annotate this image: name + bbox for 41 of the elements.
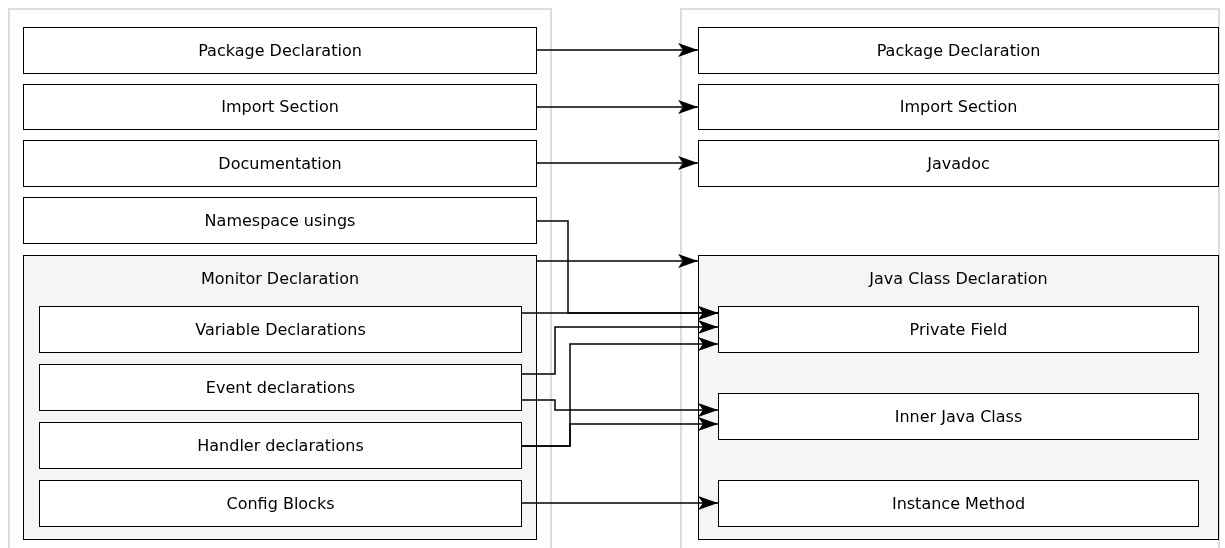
process-box bbox=[39, 422, 522, 469]
process-box bbox=[39, 480, 522, 527]
group-box bbox=[23, 255, 537, 540]
arrow bbox=[521, 496, 719, 510]
box-label: Handler declarations bbox=[197, 434, 364, 457]
process-box bbox=[718, 393, 1199, 440]
arrow bbox=[521, 399, 719, 417]
process-box bbox=[718, 306, 1199, 353]
box-label: Instance Method bbox=[891, 492, 1026, 515]
process-box bbox=[23, 27, 537, 74]
box-label: Namespace usings bbox=[204, 209, 356, 232]
process-box bbox=[698, 140, 1219, 187]
arrow bbox=[521, 417, 719, 447]
group-box bbox=[698, 255, 1219, 540]
process-box bbox=[23, 197, 537, 244]
arrow bbox=[521, 320, 719, 375]
process-box bbox=[39, 306, 522, 353]
process-box bbox=[39, 364, 522, 411]
box-label: Package Declaration bbox=[198, 39, 362, 62]
process-box bbox=[698, 84, 1219, 130]
process-box bbox=[718, 480, 1199, 527]
arrow bbox=[536, 156, 699, 170]
group-title: Java Class Declaration bbox=[867, 268, 1049, 290]
box-label: Inner Java Class bbox=[894, 405, 1023, 428]
box-label: Package Declaration bbox=[876, 39, 1041, 62]
box-label: Private Field bbox=[909, 318, 1008, 341]
process-box bbox=[23, 84, 537, 130]
box-label: Config Blocks bbox=[226, 492, 335, 515]
arrow bbox=[521, 306, 719, 320]
box-label: Documentation bbox=[218, 152, 342, 175]
box-label: Import Section bbox=[899, 96, 1018, 118]
process-box bbox=[23, 140, 537, 187]
process-box bbox=[698, 27, 1219, 74]
arrow bbox=[536, 43, 699, 57]
box-label: Variable Declarations bbox=[195, 318, 366, 341]
group-title: Monitor Declaration bbox=[199, 268, 361, 290]
box-label: Event declarations bbox=[205, 376, 356, 399]
arrow bbox=[536, 100, 699, 114]
box-label: Import Section bbox=[221, 96, 339, 118]
arrow bbox=[536, 254, 699, 268]
box-label: Javadoc bbox=[927, 152, 990, 175]
